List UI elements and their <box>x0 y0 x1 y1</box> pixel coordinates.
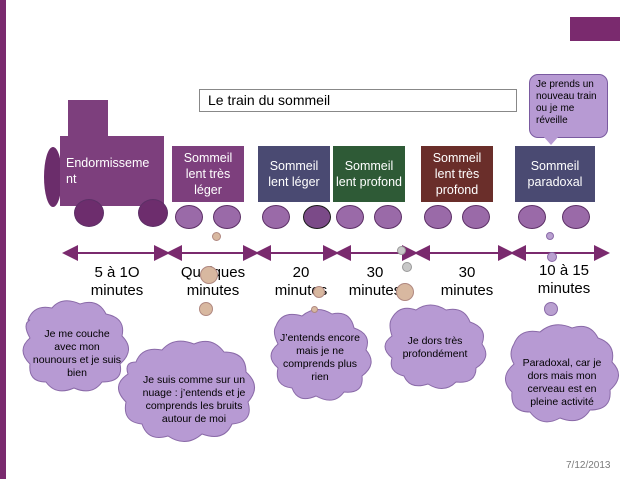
wheel <box>74 199 104 227</box>
thought-cloud-3 <box>270 309 372 401</box>
bubble-dot <box>546 232 554 240</box>
wake-callout: Je prends un nouveau train ou je me réve… <box>529 74 608 138</box>
car-label: Sommeil paradoxal <box>527 159 583 189</box>
thought-text: J’entends encore mais je ne comprends pl… <box>280 332 360 383</box>
duration-label: 5 à 1O minutes <box>90 264 144 299</box>
car-endormissement: Endormissement <box>60 136 164 206</box>
wheel <box>518 205 546 229</box>
duration-label: 30 minutes <box>348 264 402 299</box>
bubble-dot <box>199 302 213 316</box>
car-tres-profond: Sommeil lent très profond <box>421 146 493 202</box>
thought-cloud-5 <box>505 324 619 423</box>
wheel <box>374 205 402 229</box>
bubble-dot <box>544 302 558 316</box>
slide-date: 7/12/2013 <box>566 460 611 471</box>
wheel <box>138 199 168 227</box>
wheel <box>336 205 364 229</box>
wheel <box>213 205 241 229</box>
wheel <box>562 205 590 229</box>
thought-cloud-2 <box>118 340 255 442</box>
callout-tail <box>543 136 559 145</box>
wheel <box>462 205 490 229</box>
duration-label: 30 minutes <box>440 264 494 299</box>
bubble-dot <box>547 252 557 262</box>
bubble-dot <box>396 283 414 301</box>
wheel <box>424 205 452 229</box>
bubble-dot <box>313 286 325 298</box>
bubble-dot <box>200 266 218 284</box>
accent-bar <box>0 0 6 479</box>
corner-accent-box <box>570 17 620 41</box>
car-label: Sommeil lent profond <box>335 159 403 189</box>
bubble-dot <box>402 262 412 272</box>
thought-text: Je me couche avec mon nounours et je sui… <box>32 328 122 379</box>
bubble-dot <box>397 246 406 255</box>
car-label: Sommeil lent très léger <box>183 151 233 197</box>
diagram-title: Le train du sommeil <box>199 89 517 112</box>
car-label: Sommeil lent léger <box>268 159 320 189</box>
duration-label: 10 à 15 minutes <box>537 262 591 297</box>
car-tres-leger: Sommeil lent très léger <box>172 146 244 202</box>
thought-text: Je dors très profondément <box>402 335 468 360</box>
car-paradoxal: Sommeil paradoxal <box>515 146 595 202</box>
bubble-dot <box>212 232 221 241</box>
thought-cloud-1 <box>22 300 129 392</box>
locomotive-front <box>44 147 62 207</box>
bubble-dot <box>311 306 318 313</box>
locomotive-chimney <box>68 100 108 136</box>
car-label: Endormissement <box>66 156 150 186</box>
car-label: Sommeil lent très profond <box>432 151 482 197</box>
wheel <box>175 205 203 229</box>
thought-text: Paradoxal, car je dors mais mon cerveau … <box>522 357 602 408</box>
car-leger: Sommeil lent léger <box>258 146 330 202</box>
car-profond: Sommeil lent profond <box>333 146 405 202</box>
wheel <box>303 205 331 229</box>
thought-cloud-4 <box>384 304 487 389</box>
thought-text: Je suis comme sur un nuage : j’entends e… <box>142 374 246 425</box>
wheel <box>262 205 290 229</box>
